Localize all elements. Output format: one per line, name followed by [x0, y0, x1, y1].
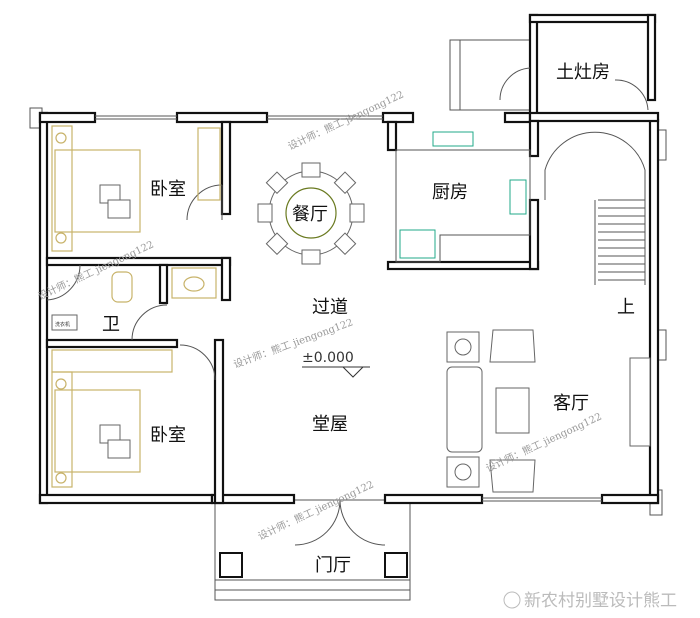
bed-bottom [51, 349, 173, 488]
room-label-stove-room: 土灶房 [556, 62, 610, 83]
room-label-corridor: 过道 [312, 297, 348, 318]
room-label-bedroom-bottom: 卧室 [150, 425, 186, 446]
room-label-bedroom-top: 卧室 [150, 179, 186, 200]
windows [95, 115, 602, 502]
room-label-bathroom: 卫 [102, 314, 120, 335]
washer-label: 洗衣机 [55, 321, 70, 328]
footer-watermark: 新农村别墅设计熊工 [503, 591, 677, 611]
watermark: 设计师：熊工 jiengong122 [36, 238, 156, 303]
room-label-entrance: 门厅 [315, 555, 351, 576]
elevation-marker [302, 366, 370, 378]
living-furniture [446, 329, 651, 493]
doors [46, 67, 649, 546]
room-label-main-hall: 堂屋 [312, 414, 348, 435]
bathroom-fixtures [51, 267, 217, 331]
dining-table [257, 162, 365, 265]
porch-outline [29, 39, 667, 601]
stair-up-label: 上 [617, 297, 635, 318]
watermark: 设计师：熊工 jiengong122 [256, 478, 376, 543]
weibo-icon [503, 591, 521, 609]
staircase [544, 131, 646, 285]
kitchen-counter [395, 131, 531, 263]
room-label-dining: 餐厅 [292, 204, 328, 225]
walls [38, 13, 660, 505]
bed-top [51, 125, 221, 252]
elevation-label: ±0.000 [302, 350, 354, 366]
svg-text:新农村别墅设计熊工: 新农村别墅设计熊工 [524, 591, 677, 611]
room-label-living-room: 客厅 [553, 393, 589, 414]
room-label-kitchen: 厨房 [432, 182, 468, 203]
